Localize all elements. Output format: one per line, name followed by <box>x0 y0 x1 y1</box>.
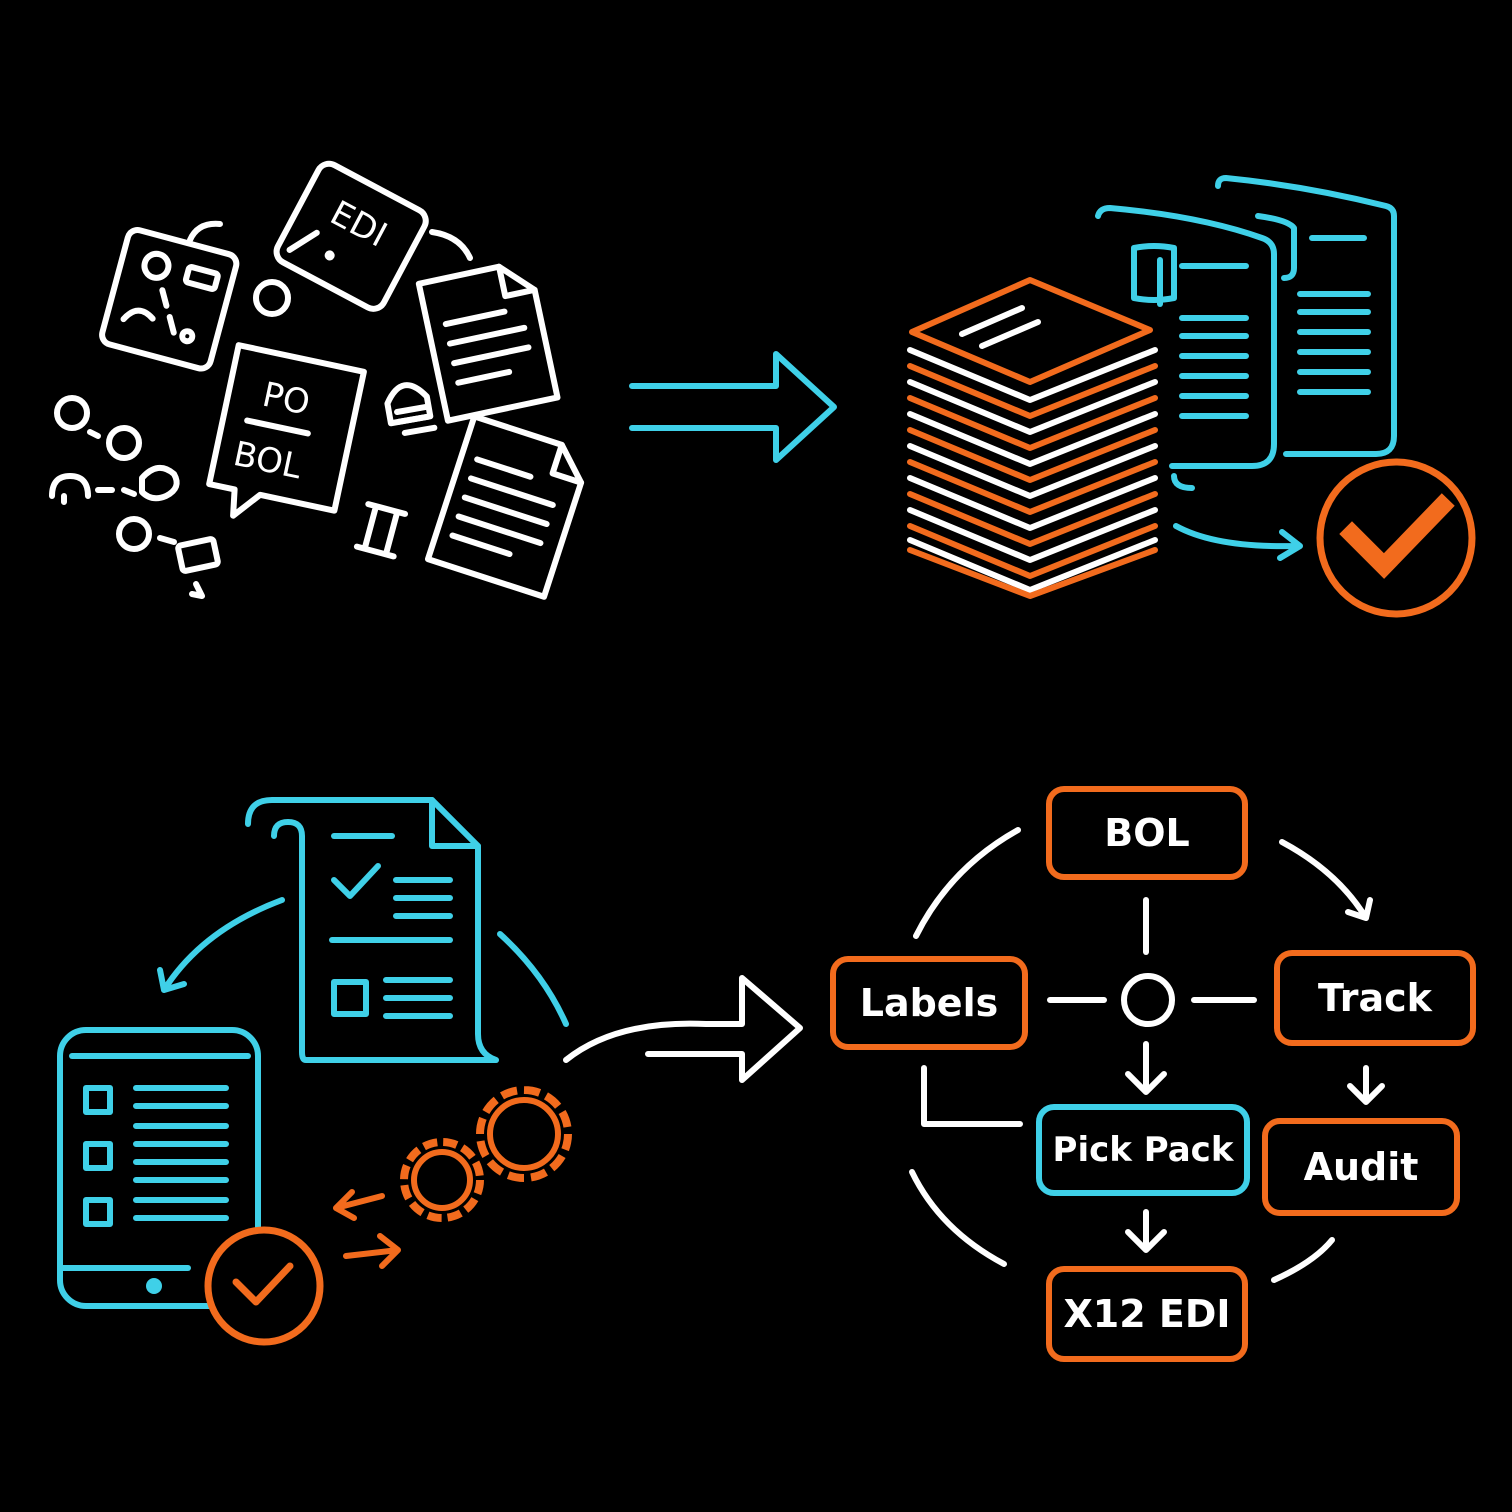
gear-icon <box>400 1138 484 1222</box>
node-labels: Labels <box>830 956 1028 1050</box>
ring-arc <box>909 1169 1007 1267</box>
gear-icon <box>476 1086 572 1182</box>
node-pick-pack: Pick Pack <box>1036 1104 1250 1196</box>
curved-arrow <box>1173 523 1303 561</box>
arrow-down-icon <box>1125 1209 1167 1253</box>
arrow-right-icon <box>563 975 803 1083</box>
stack-icon <box>384 382 438 436</box>
arrow-right-icon <box>343 1233 401 1269</box>
edi-label: EDI <box>324 193 394 255</box>
po-label: PO <box>259 375 314 424</box>
checklist-document-icon <box>245 797 499 1063</box>
arrow-right-icon <box>629 351 837 463</box>
check-circle-icon <box>1316 458 1476 618</box>
node-x12-edi: X12 EDI <box>1046 1266 1248 1362</box>
document-icon <box>1215 175 1397 457</box>
route-map-icon <box>99 227 240 372</box>
node-circle-icon <box>253 279 291 317</box>
arrow-left-icon <box>333 1189 385 1221</box>
bol-doc-label: BOL <box>230 434 305 487</box>
connector-line <box>497 931 569 1027</box>
arrow-down-icon <box>1347 1065 1385 1105</box>
curved-arrow <box>157 897 285 993</box>
connector-line <box>429 229 473 261</box>
ring-arc <box>913 827 1021 939</box>
check-circle-icon <box>204 1226 324 1346</box>
paper-stack-icon <box>907 277 1158 599</box>
organized-documents-group <box>907 175 1476 618</box>
document-icon <box>424 413 585 600</box>
scattered-nodes <box>49 395 221 599</box>
spool-icon <box>353 501 409 560</box>
checklist-process-group <box>57 797 572 1346</box>
scattered-documents-group: EDI PO BOL <box>49 160 585 600</box>
ring-arc <box>1271 1237 1335 1283</box>
document-icon <box>1095 205 1277 491</box>
connector-line <box>921 1065 1023 1127</box>
node-bol: BOL <box>1046 786 1248 880</box>
tablet-icon <box>57 1027 261 1309</box>
edi-document-icon: EDI <box>273 160 429 312</box>
workflow-ring <box>909 827 1385 1283</box>
hub-icon <box>1121 973 1175 1027</box>
node-audit: Audit <box>1262 1118 1460 1216</box>
arrow-down-icon <box>1125 1041 1167 1095</box>
node-track: Track <box>1274 950 1476 1046</box>
ring-arc <box>1279 839 1373 921</box>
po-bol-document-icon: PO BOL <box>206 342 367 519</box>
document-icon <box>415 263 561 424</box>
connector-line <box>187 220 223 243</box>
